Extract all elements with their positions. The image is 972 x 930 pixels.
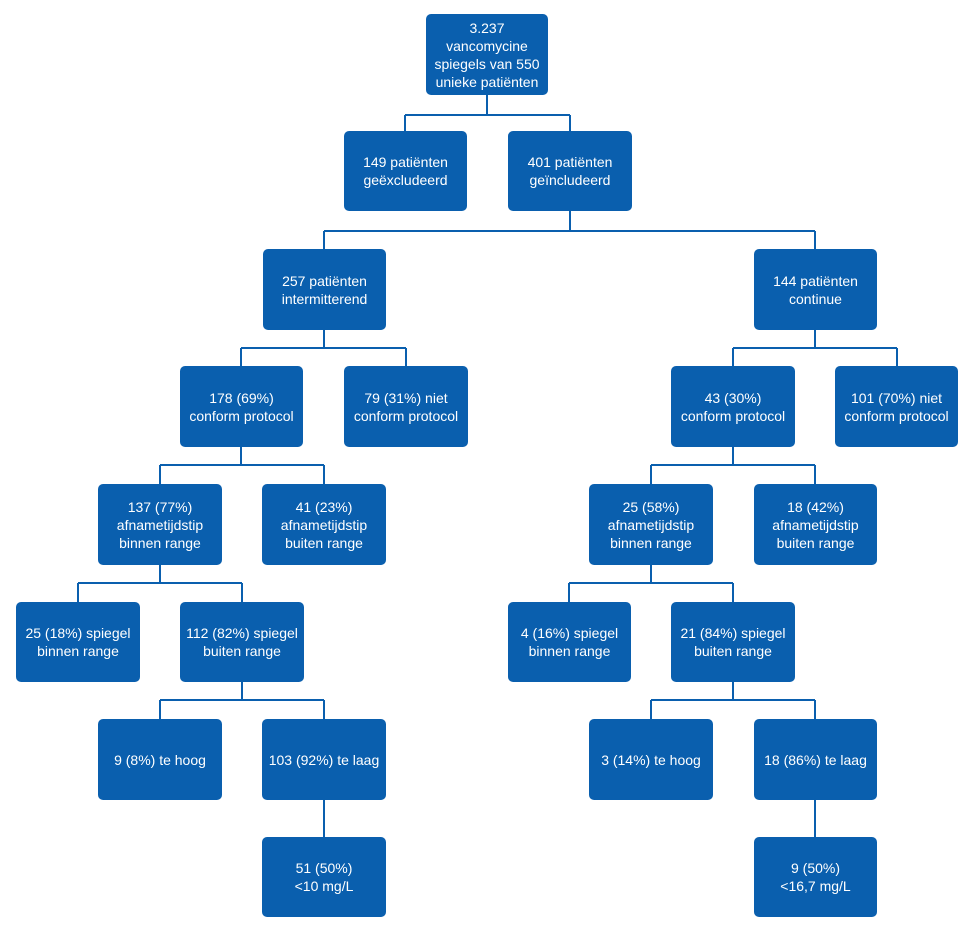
node-int-low-sub: 51 (50%) <10 mg/L — [262, 837, 386, 917]
node-cont-time-out: 18 (42%) afnametijdstip buiten range — [754, 484, 877, 565]
node-intermittent: 257 patiënten intermitterend — [263, 249, 386, 330]
node-cont-level-in: 4 (16%) spiegel binnen range — [508, 602, 631, 682]
node-cont-level-out: 21 (84%) spiegel buiten range — [671, 602, 795, 682]
node-int-low: 103 (92%) te laag — [262, 719, 386, 800]
node-continuous: 144 patiënten continue — [754, 249, 877, 330]
node-int-high: 9 (8%) te hoog — [98, 719, 222, 800]
node-cont-high: 3 (14%) te hoog — [589, 719, 713, 800]
node-int-level-out: 112 (82%) spiegel buiten range — [180, 602, 304, 682]
node-int-nonconform: 79 (31%) niet conform protocol — [344, 366, 468, 447]
node-cont-nonconform: 101 (70%) niet conform protocol — [835, 366, 958, 447]
node-root: 3.237 vancomycine spiegels van 550 uniek… — [426, 14, 548, 95]
node-cont-conform: 43 (30%) conform protocol — [671, 366, 795, 447]
node-cont-low: 18 (86%) te laag — [754, 719, 877, 800]
node-int-level-in: 25 (18%) spiegel binnen range — [16, 602, 140, 682]
node-excluded: 149 patiënten geëxcludeerd — [344, 131, 467, 211]
node-cont-low-sub: 9 (50%) <16,7 mg/L — [754, 837, 877, 917]
node-cont-time-in: 25 (58%) afnametijdstip binnen range — [589, 484, 713, 565]
node-int-conform: 178 (69%) conform protocol — [180, 366, 303, 447]
node-included: 401 patiënten geïncludeerd — [508, 131, 632, 211]
node-int-time-in: 137 (77%) afnametijdstip binnen range — [98, 484, 222, 565]
node-int-time-out: 41 (23%) afnametijdstip buiten range — [262, 484, 386, 565]
